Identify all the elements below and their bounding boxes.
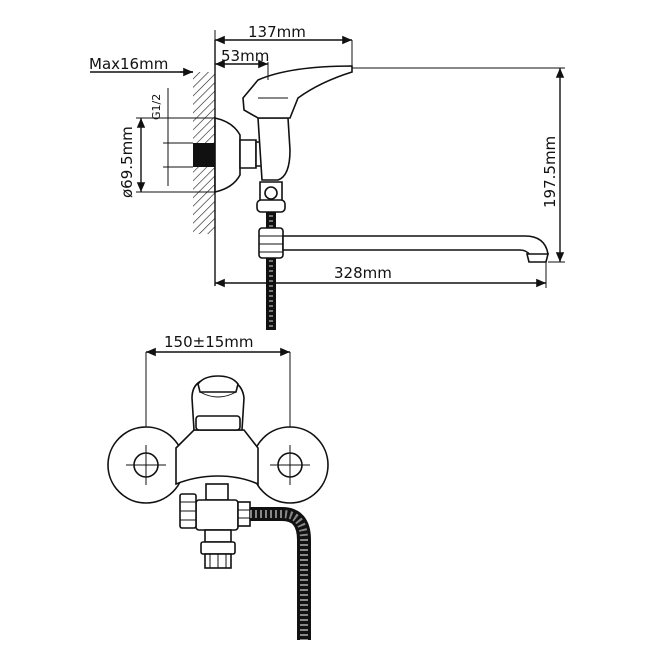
- wall-pipe: [193, 143, 215, 167]
- diverter-block: [195, 499, 239, 531]
- dim-g12: G1/2: [150, 94, 163, 120]
- dim-150mm: 150±15mm: [164, 333, 254, 351]
- mixer-body: [257, 117, 291, 181]
- front-view: 150±15mm: [107, 333, 329, 640]
- front-body: [175, 429, 259, 486]
- side-view: 137mm 53mm Max16mm G1/2 ø69.5mm 197.5mm …: [89, 23, 565, 330]
- dim-197-5mm: 197.5mm: [541, 136, 559, 208]
- flange: [214, 117, 241, 193]
- front-hose: [250, 507, 311, 640]
- spout: [282, 235, 549, 259]
- dim-max16mm: Max16mm: [89, 55, 168, 73]
- dim-137mm: 137mm: [248, 23, 306, 41]
- lever-handle: [242, 65, 353, 119]
- dim-53mm: 53mm: [221, 47, 269, 65]
- dim-69-5mm: ø69.5mm: [118, 126, 136, 198]
- dim-328mm: 328mm: [334, 264, 392, 282]
